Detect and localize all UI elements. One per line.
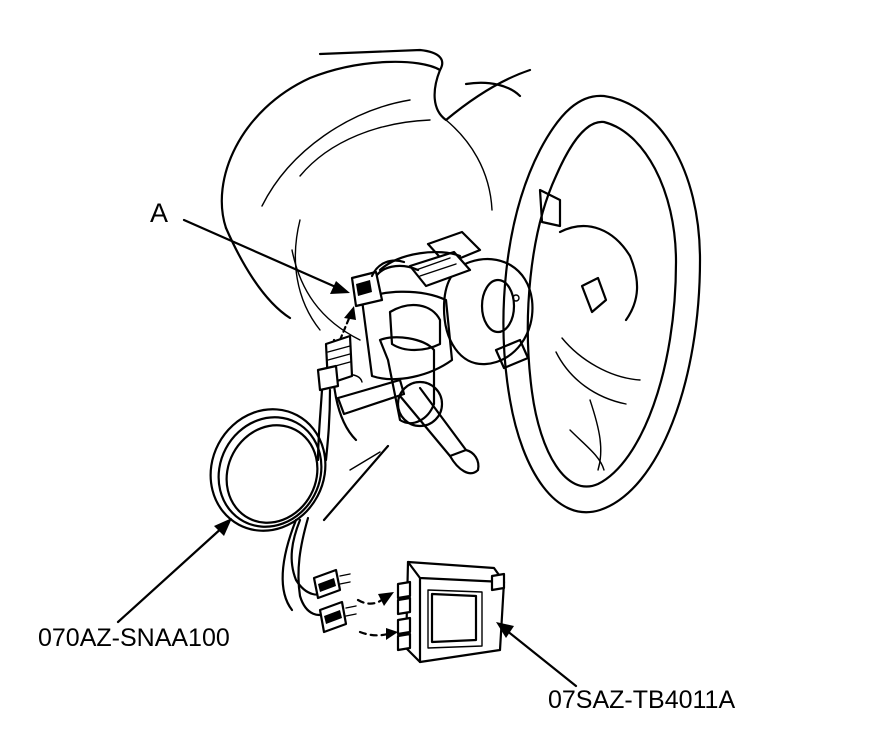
callout-label-a: A — [150, 198, 169, 228]
harness-plug — [316, 334, 354, 392]
dashed-arrow-up — [338, 306, 356, 342]
harness-cable — [209, 388, 332, 616]
leader-line-a — [182, 218, 350, 294]
callout-label-harness: 070AZ-SNAA100 — [38, 624, 230, 652]
steering-column — [322, 290, 480, 522]
dashed-arrows-to-box — [356, 592, 398, 640]
steering-wheel — [502, 94, 702, 514]
leader-line-harness — [116, 518, 232, 624]
test-box — [396, 560, 506, 664]
dashboard-outline — [220, 48, 532, 341]
clock-spring — [442, 257, 534, 370]
leader-line-box — [496, 622, 578, 688]
harness-end-plugs — [312, 568, 357, 634]
connector-a — [350, 259, 406, 308]
upper-connectors — [372, 230, 482, 288]
callout-label-test-box: 07SAZ-TB4011A — [548, 686, 736, 714]
